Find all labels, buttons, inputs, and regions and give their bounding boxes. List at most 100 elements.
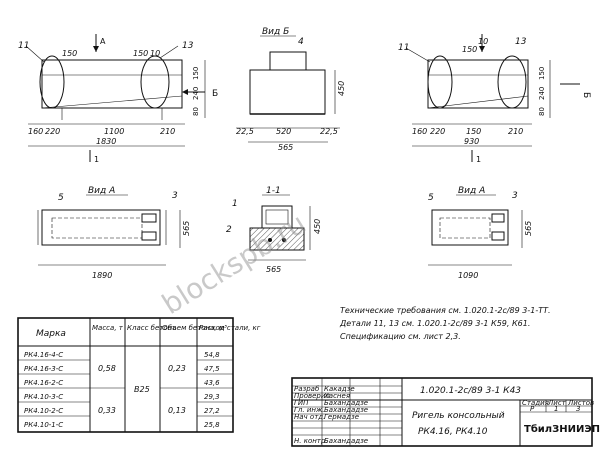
vid-b-dim-22a: 22,5 <box>236 127 254 136</box>
organization: ТбилЗНИИЭП <box>524 423 600 435</box>
section-mark-1: 1 <box>94 155 99 164</box>
vid-a-right-label-3: 3 <box>512 191 518 201</box>
th-mass: Масса, т <box>92 324 124 332</box>
th-volume: Объем бетона, м³ <box>162 324 227 332</box>
rk410-label-11: 11 <box>398 43 409 53</box>
label-13: 13 <box>182 41 194 51</box>
role-3: ГИП <box>294 399 309 407</box>
label-11: 11 <box>18 41 29 51</box>
rk410-dim-vert-150: 150 <box>538 67 546 80</box>
row-steel-3: 43,6 <box>204 379 220 387</box>
dim-210: 210 <box>160 127 175 136</box>
role-4: Гл. инж. <box>294 406 324 414</box>
dim-160: 160 <box>28 127 43 136</box>
product-title: Ригель консольный <box>412 411 505 421</box>
section-label-2: 2 <box>226 225 232 235</box>
stage-header: Стадия <box>522 399 549 407</box>
rk410-dim-vert-80: 80 <box>538 107 546 116</box>
vid-a-right-label-5: 5 <box>428 193 434 203</box>
row-steel-2: 47,5 <box>204 365 220 373</box>
product-marks: РК4.16, РК4.10 <box>418 427 488 437</box>
name-4: Бахандадзе <box>324 406 368 414</box>
role-5: Нач отд. <box>294 413 325 421</box>
note-line-2: Детали 11, 13 см. 1.020.1-2с/89 3-1 К59,… <box>339 319 530 328</box>
note-line-3: Спецификацию см. лист 2,3. <box>340 332 461 341</box>
sheet-value: 1 <box>554 405 558 413</box>
role-2: Проверил <box>294 392 330 400</box>
section-title: 1-1 <box>266 186 281 196</box>
th-class: Класс бетона <box>127 324 177 332</box>
marks-table: Марка Масса, т Класс бетона Объем бетона… <box>17 317 261 433</box>
vid-a-right-dim-565: 565 <box>524 221 533 236</box>
role-6: Н. контр. <box>294 437 328 445</box>
rk410-dim-210: 210 <box>508 127 523 136</box>
dim-220: 220 <box>45 127 60 136</box>
section-mark-b: Б <box>212 89 218 99</box>
label-150-a: 150 <box>62 49 77 58</box>
row-mark-3: РК4.16-2-С <box>24 379 63 387</box>
doc-code: 1.020.1-2с/89 3-1 К43 <box>420 386 521 396</box>
sheet-header: Лист <box>547 399 567 407</box>
view-rk416-elevation: 11 150 150 10 13 A Б 150 240 80 160 220 … <box>18 34 218 164</box>
notes-block: Технические требования см. 1.020.1-2с/89… <box>339 306 551 341</box>
dim-vert-150: 150 <box>192 67 200 80</box>
rk410-dim-160: 160 <box>412 127 427 136</box>
name-1: Какадзе <box>324 385 355 393</box>
row-mark-1: РК4.16-4-С <box>24 351 63 359</box>
rk410-dim-150: 150 <box>466 127 481 136</box>
volume-group-1: 0,23 <box>168 364 186 373</box>
rk410-dim-930: 930 <box>464 137 479 146</box>
sheets-header: Листов <box>567 399 594 407</box>
row-mark-2: РК4.16-3-С <box>24 365 63 373</box>
name-6: Бахандадзе <box>324 437 368 445</box>
section-dim-565: 565 <box>266 265 281 274</box>
vid-a-left-title: Вид А <box>88 186 115 196</box>
vid-a-left-label-5: 5 <box>58 193 64 203</box>
vid-a-left-dim-565: 565 <box>182 221 191 236</box>
rk410-label-10: 10 <box>478 37 488 46</box>
th-steel: Расход стали, кг <box>199 324 261 332</box>
view-vid-a-left: Вид А 5 3 565 1890 <box>37 186 191 280</box>
vid-b-dim-520: 520 <box>276 127 291 136</box>
th-mark: Марка <box>36 329 66 339</box>
vid-b-label-4: 4 <box>298 37 304 47</box>
dim-1100: 1100 <box>104 127 124 136</box>
watermark: blockspb.ru <box>156 207 311 321</box>
vid-a-right-dim-1090: 1090 <box>458 271 478 280</box>
mass-group-1: 0,58 <box>98 364 116 373</box>
row-steel-5: 27,2 <box>204 407 220 415</box>
view-vid-b: Вид Б 4 450 22,5 520 22,5 565 <box>236 27 346 152</box>
vid-a-left-label-3: 3 <box>172 191 178 201</box>
note-line-1: Технические требования см. 1.020.1-2с/89… <box>340 306 551 315</box>
rk410-dim-220: 220 <box>430 127 445 136</box>
rk410-mark-b: Б <box>581 92 591 98</box>
name-3: Бахандадзе <box>324 399 368 407</box>
volume-group-2: 0,13 <box>168 406 186 415</box>
vid-b-dim-565: 565 <box>278 143 293 152</box>
row-steel-4: 29,3 <box>204 393 220 401</box>
vid-b-dim-22b: 22,5 <box>320 127 338 136</box>
view-rk410-elevation: 11 150 10 13 150 240 80 Б 160 220 150 21… <box>398 34 591 164</box>
dim-vert-240: 240 <box>192 87 200 100</box>
rk410-dim-vert-240: 240 <box>538 87 546 100</box>
vid-a-right-title: Вид А <box>458 186 485 196</box>
section-dim-450: 450 <box>313 219 322 234</box>
dim-vert-80: 80 <box>192 107 200 116</box>
mass-group-2: 0,33 <box>98 406 116 415</box>
label-150-b: 150 <box>133 49 148 58</box>
view-vid-a-right: Вид А 5 3 565 1090 <box>428 186 533 280</box>
section-label-1: 1 <box>232 199 238 209</box>
role-1: Разраб <box>294 385 320 393</box>
row-mark-5: РК4.10-2-С <box>24 407 63 415</box>
rk410-section-1: 1 <box>476 155 481 164</box>
vid-b-title: Вид Б <box>262 27 289 37</box>
row-steel-1: 54,8 <box>204 351 220 359</box>
title-block: Разраб Проверил ГИП Гл. инж. Нач отд. Н.… <box>291 377 600 447</box>
dim-1830: 1830 <box>96 137 116 146</box>
rk410-label-13: 13 <box>515 37 527 47</box>
label-10: 10 <box>150 49 160 58</box>
row-mark-6: РК4.10-1-С <box>24 421 63 429</box>
stage-value: Р <box>530 405 535 413</box>
